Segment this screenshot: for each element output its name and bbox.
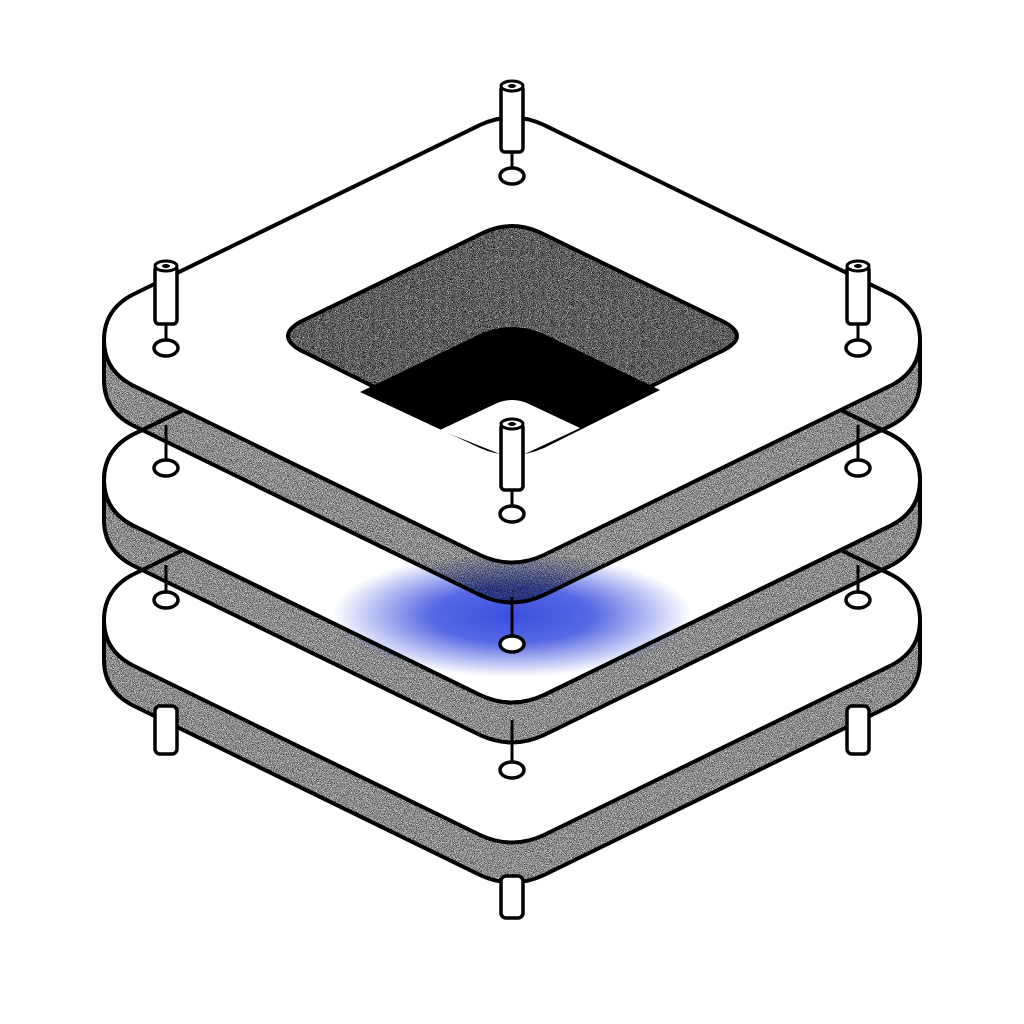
pin-icon xyxy=(845,704,871,756)
pins xyxy=(153,79,871,920)
pin-icon xyxy=(499,79,525,154)
bolt-hole-icon xyxy=(844,590,872,610)
plate-middle-edge xyxy=(104,480,920,743)
bolt-hole-icon xyxy=(844,458,872,478)
bolt-hole-icon xyxy=(498,166,526,186)
bolt-hole-icon xyxy=(844,338,872,358)
connecting-rods xyxy=(164,152,860,762)
cutout-opening xyxy=(360,327,660,455)
bolt-hole-icon xyxy=(498,760,526,780)
pin-icon xyxy=(845,259,871,326)
plate-bottom-edge xyxy=(104,620,920,883)
bolt-hole-icon xyxy=(152,590,180,610)
bolt-hole-icon xyxy=(152,338,180,358)
plate-top-edge xyxy=(104,340,920,603)
pin-icon xyxy=(153,704,179,756)
pin-icon xyxy=(153,259,179,326)
pin-icon xyxy=(499,417,525,492)
pin-icon xyxy=(499,874,525,920)
bolt-hole-icon xyxy=(498,504,526,524)
bolt-hole-icon xyxy=(152,458,180,478)
bolt-holes xyxy=(152,166,872,780)
bolt-hole-icon xyxy=(498,634,526,654)
